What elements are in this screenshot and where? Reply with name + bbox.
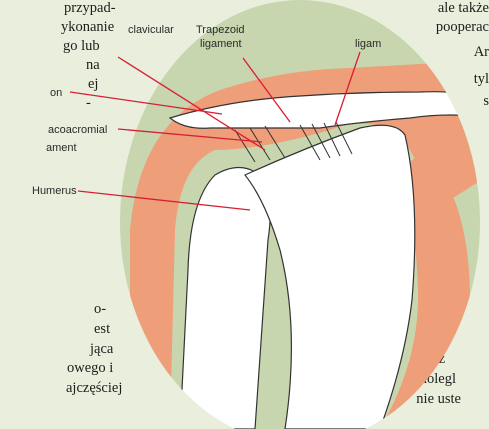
- label-ligament-right: ligam: [355, 38, 381, 50]
- label-tendon: on: [50, 87, 62, 99]
- label-trapezoid-2: ligament: [200, 38, 242, 50]
- label-acromioclavicular-1: acoacromial: [48, 124, 107, 136]
- label-acromioclavicular-2: ament: [46, 142, 77, 154]
- label-humerus: Humerus: [32, 185, 77, 197]
- label-trapezoid-1: Trapezoid: [196, 24, 245, 36]
- label-coracoclavicular: clavicular: [128, 24, 174, 36]
